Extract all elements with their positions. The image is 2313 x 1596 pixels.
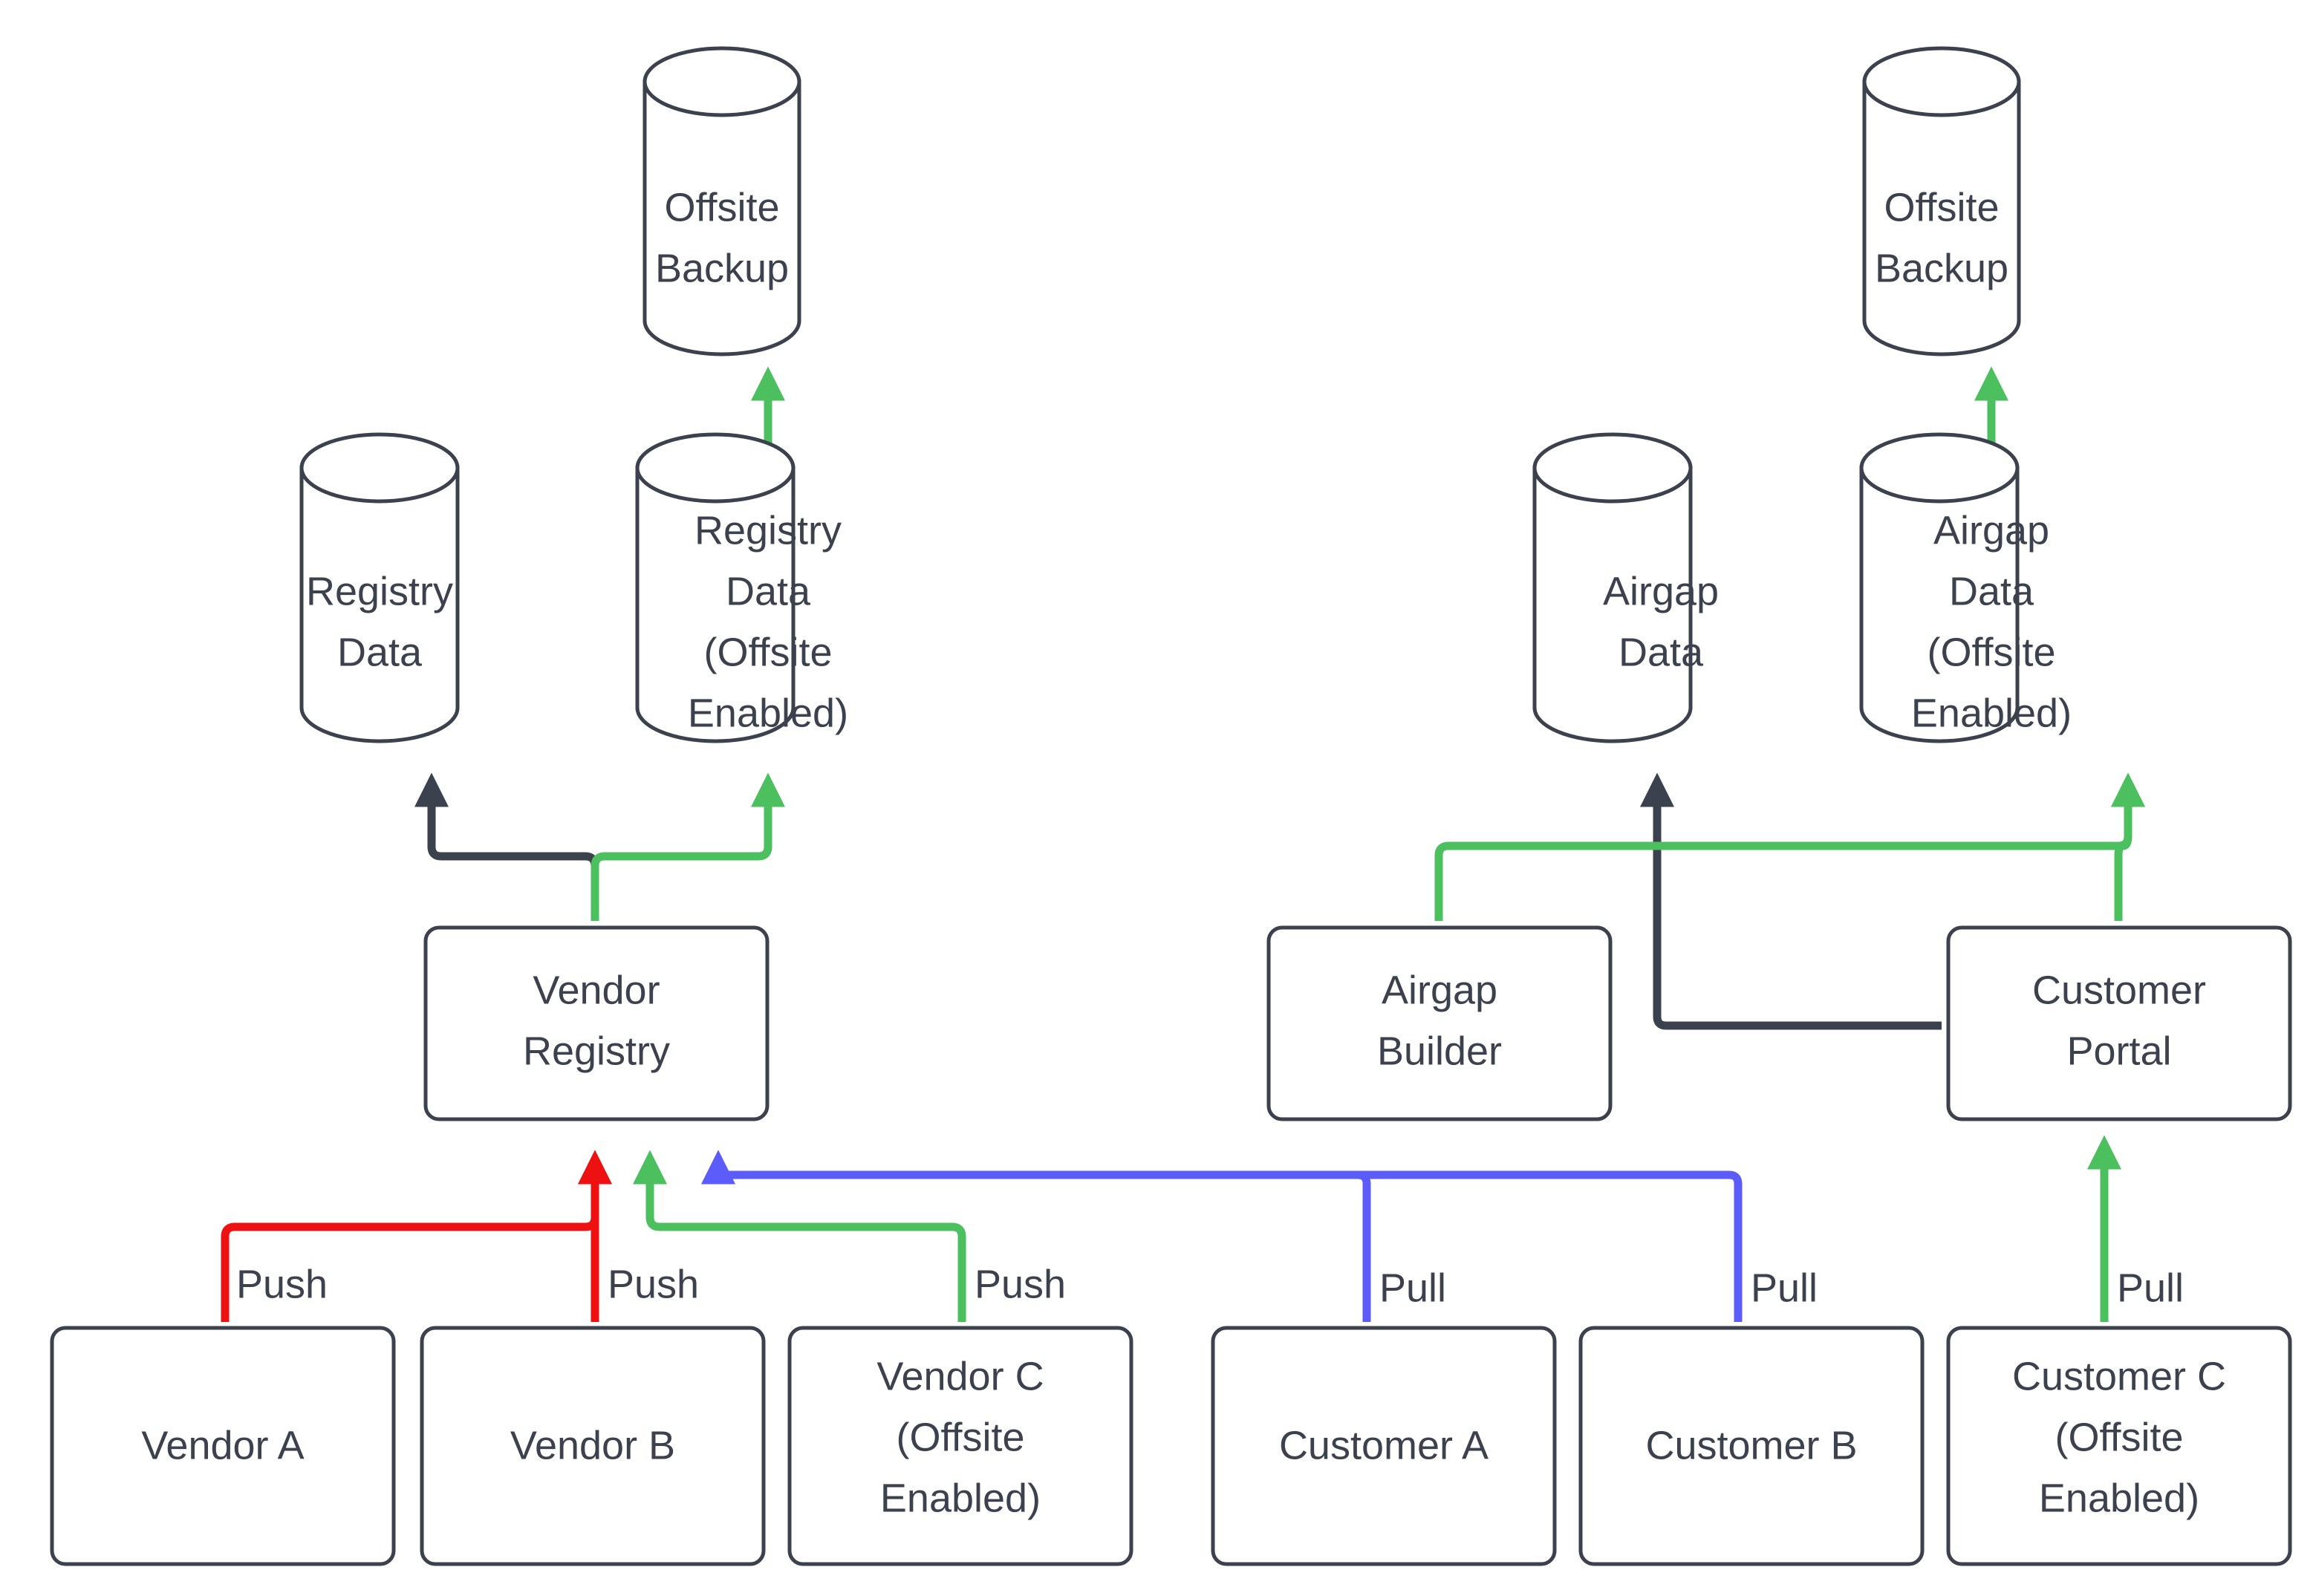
edge-label-vendor-c-push: Push (975, 1262, 1066, 1306)
edge-customer-b-to-vendor-registry (700, 1150, 1743, 1322)
node-label: (Offsite (2055, 1415, 2183, 1459)
node-label: Customer A (1279, 1423, 1489, 1468)
node-offsite-backup-right[interactable]: Offsite Backup (1862, 46, 2021, 356)
edge-vendor-registry-to-registry-data-offsite (591, 772, 786, 921)
edge-label-customer-b-pull: Pull (1751, 1266, 1818, 1310)
node-airgap-builder[interactable]: Airgap Builder (1266, 925, 1613, 1121)
node-label: Builder (1377, 1029, 1502, 1073)
cylinder-top (1862, 46, 2021, 117)
node-box (1266, 925, 1613, 1121)
cylinder-top (1532, 432, 1693, 504)
node-label: Data (726, 569, 811, 613)
node-label: Enabled) (2039, 1476, 2199, 1520)
node-label: Backup (1875, 246, 2008, 290)
node-box (1578, 1326, 1925, 1566)
node-offsite-backup-left[interactable]: Offsite Backup (642, 46, 801, 356)
edge-label-vendor-b-push: Push (608, 1262, 699, 1306)
node-registry-data[interactable]: Registry Data (299, 432, 460, 743)
node-box (1946, 925, 2292, 1121)
node-customer-portal[interactable]: Customer Portal (1946, 925, 2292, 1121)
node-label: Vendor B (510, 1423, 675, 1468)
cylinder-body (1862, 79, 2021, 356)
node-label: Vendor (533, 968, 660, 1012)
node-airgap-data-offsite[interactable]: Airgap Data (Offsite Enabled) (1859, 432, 2072, 743)
node-label: Customer B (1645, 1423, 1857, 1468)
cylinder-body (642, 79, 801, 356)
node-box (1946, 1326, 2292, 1566)
cylinder-body (1859, 466, 2020, 743)
node-label: Portal (2066, 1029, 2171, 1073)
node-box (423, 925, 770, 1121)
node-label: Offsite (664, 185, 779, 229)
edge-label-customer-c-pull: Pull (2117, 1266, 2184, 1310)
node-label: Registry (694, 508, 842, 553)
cylinder-top (635, 432, 796, 504)
node-airgap-data[interactable]: Airgap Data (1532, 432, 1719, 743)
node-customer-b[interactable]: Customer B (1578, 1326, 1925, 1566)
cylinder-top (642, 46, 801, 117)
node-label: (Offsite (703, 630, 832, 674)
cylinder-top (299, 432, 460, 504)
edge-airgap-builder-to-airgap-data-offsite (1434, 772, 2146, 921)
edge-customer-portal-to-airgap-data (1639, 772, 1942, 1030)
node-label: Backup (655, 246, 789, 290)
cylinder-body (635, 466, 796, 743)
node-label: Airgap (1933, 508, 2049, 553)
edge-label-customer-a-pull: Pull (1379, 1266, 1446, 1310)
node-label: Vendor C (876, 1354, 1044, 1398)
node-vendor-registry[interactable]: Vendor Registry (423, 925, 770, 1121)
node-box (787, 1326, 1133, 1566)
node-label: Enabled) (1911, 691, 2072, 735)
node-label: Enabled) (880, 1476, 1041, 1520)
node-vendor-a[interactable]: Vendor A (50, 1326, 396, 1566)
node-vendor-c[interactable]: Vendor C (Offsite Enabled) (787, 1326, 1133, 1566)
node-label: Vendor A (141, 1423, 304, 1468)
node-box (1211, 1326, 1557, 1566)
node-customer-c[interactable]: Customer C (Offsite Enabled) (1946, 1326, 2292, 1566)
node-customer-a[interactable]: Customer A (1211, 1326, 1557, 1566)
node-label: Data (1949, 569, 2034, 613)
node-label: Registry (523, 1029, 670, 1073)
node-label: Data (337, 630, 423, 674)
edge-vendor-c-to-vendor-registry (632, 1150, 966, 1322)
node-label: (Offsite (1927, 630, 2055, 674)
cylinder-top (1859, 432, 2020, 504)
node-label: Airgap (1603, 569, 1719, 613)
cylinder-body (299, 466, 460, 743)
node-label: Airgap (1382, 968, 1497, 1012)
cylinder-body (1532, 466, 1693, 743)
edge-label-vendor-a-push: Push (236, 1262, 328, 1306)
node-vendor-b[interactable]: Vendor B (420, 1326, 766, 1566)
node-label: Customer C (2012, 1354, 2226, 1398)
edge-vendor-registry-to-registry-data (414, 772, 599, 921)
node-label: (Offsite (896, 1415, 1024, 1459)
node-box (50, 1326, 396, 1566)
node-registry-data-offsite[interactable]: Registry Data (Offsite Enabled) (635, 432, 848, 743)
edge-customer-portal-to-airgap-data-offsite (2110, 772, 2146, 921)
node-label: Customer (2032, 968, 2206, 1012)
node-label: Data (1619, 630, 1704, 674)
node-label: Enabled) (688, 691, 848, 735)
node-label: Registry (306, 569, 453, 613)
node-box (420, 1326, 766, 1566)
node-label: Offsite (1884, 185, 1999, 229)
